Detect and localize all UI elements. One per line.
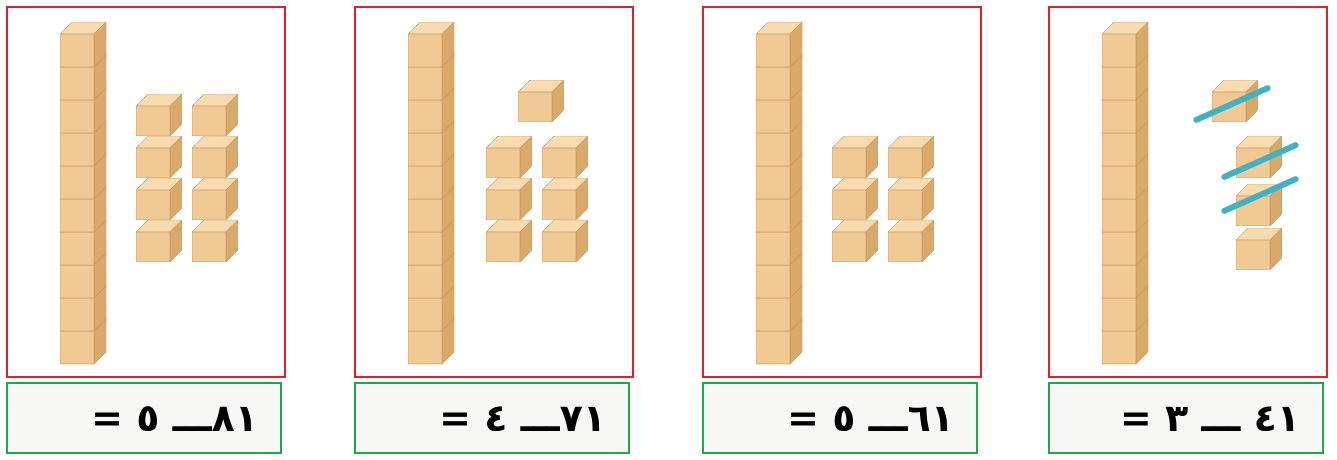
subtraction-equation: ١٦ـــ ٥ = xyxy=(787,396,954,440)
ten-rod xyxy=(756,22,816,367)
unit-cube xyxy=(542,220,588,266)
rod-unit xyxy=(60,22,106,67)
answer-box[interactable]: ١٤ ـــ ٣ = xyxy=(1048,382,1324,454)
unit-cube xyxy=(192,94,238,140)
answer-box[interactable]: ١٨ـــ ٥ = xyxy=(6,382,282,454)
unit-cube xyxy=(1236,228,1282,274)
rod-unit xyxy=(408,22,454,67)
unit-cube xyxy=(192,178,238,224)
unit-cube xyxy=(832,178,878,224)
answer-box[interactable]: ١٦ـــ ٥ = xyxy=(702,382,978,454)
unit-cube xyxy=(832,220,878,266)
base-ten-card xyxy=(1048,6,1328,378)
unit-cube xyxy=(888,178,934,224)
ten-rod xyxy=(1102,22,1162,367)
unit-cube xyxy=(192,220,238,266)
answer-box[interactable]: ١٧ـــ ٤ = xyxy=(354,382,630,454)
ten-rod xyxy=(408,22,468,367)
rod-unit xyxy=(756,22,802,67)
subtraction-equation: ١٤ ـــ ٣ = xyxy=(1120,396,1300,440)
rod-unit xyxy=(1102,22,1148,67)
subtraction-equation: ١٨ـــ ٥ = xyxy=(91,396,258,440)
unit-cube xyxy=(136,136,182,182)
unit-cube xyxy=(136,94,182,140)
subtraction-equation: ١٧ـــ ٤ = xyxy=(439,396,606,440)
unit-cube xyxy=(136,220,182,266)
unit-cube xyxy=(888,220,934,266)
ten-rod xyxy=(60,22,120,367)
base-ten-card xyxy=(354,6,634,378)
unit-cube xyxy=(542,178,588,224)
base-ten-card xyxy=(6,6,286,378)
unit-cube xyxy=(136,178,182,224)
unit-cube xyxy=(888,136,934,182)
base-ten-card xyxy=(702,6,982,378)
unit-cube xyxy=(518,80,564,126)
unit-cube xyxy=(542,136,588,182)
unit-cube xyxy=(486,136,532,182)
unit-cube xyxy=(832,136,878,182)
unit-cube xyxy=(486,220,532,266)
unit-cube xyxy=(486,178,532,224)
unit-cube xyxy=(192,136,238,182)
